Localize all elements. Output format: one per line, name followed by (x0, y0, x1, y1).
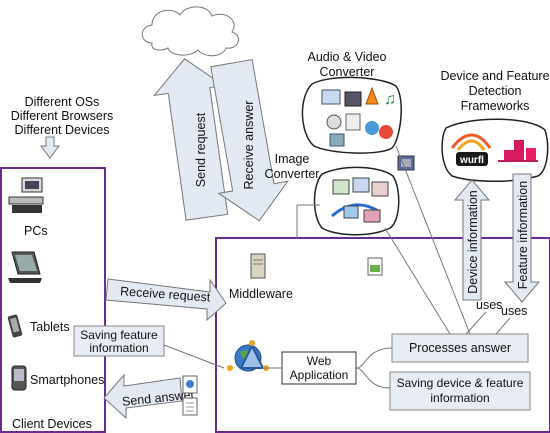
processes-answer-label: Processes answer (409, 341, 511, 355)
saving-feature-box: Saving feature information (73, 325, 165, 357)
feature-information-label: Feature information (516, 181, 530, 289)
web-app-line-1: Web (307, 354, 332, 368)
image-file-icon-3 (371, 181, 389, 197)
down-arrow (40, 136, 60, 159)
send-request-label: Send request (194, 112, 208, 187)
detection-line-2: Detection (469, 84, 522, 98)
wurfl-logo-icon: wurfl (450, 133, 492, 166)
middleware-label: Middleware (229, 287, 293, 301)
wurfl-label: wurfl (459, 155, 484, 166)
client-devices-frame (0, 167, 106, 433)
feature-information-arrow: Feature information (503, 173, 541, 303)
processes-answer-box: Processes answer (391, 333, 529, 363)
saving-feature-line-2: information (89, 341, 148, 355)
saving-feature-line-1: Saving feature (80, 328, 158, 342)
smartphone-icon (11, 365, 27, 391)
image-converter-bubble (313, 166, 400, 236)
device-information-label: Device information (466, 190, 480, 294)
clip-icon (329, 133, 345, 147)
film-icon (344, 91, 362, 107)
device-label-pcs: PCs (24, 224, 48, 238)
uses-label-1: uses (476, 298, 502, 312)
av-converter-bubble: ♫ (301, 76, 402, 154)
send-request-arrow: Send request (153, 58, 229, 221)
saving-device-box: Saving device & feature information (389, 371, 531, 411)
web-application-box: Web Application (281, 351, 357, 385)
receive-answer-label: Receive answer (242, 101, 256, 190)
av-converter-line-2: Converter (320, 65, 375, 79)
detection-line-3: Frameworks (461, 99, 530, 113)
device-information-arrow: Device information (453, 179, 491, 301)
client-devices-title: Client Devices (12, 417, 92, 431)
feature-detection-logo-icon (498, 140, 538, 162)
send-answer-arrow: Send answer (103, 373, 195, 420)
device-label-tablets: Tablets (30, 320, 70, 334)
cloud-icon (141, 6, 240, 57)
document-icon (182, 375, 198, 416)
note-line-1: Different OSs (25, 95, 100, 109)
image-file-icon-1 (332, 179, 350, 195)
note-line-2: Different Browsers (11, 109, 114, 123)
sound-icon (379, 125, 393, 139)
laptop-icon (8, 251, 42, 283)
server-frame (215, 237, 550, 433)
uses-label-2: uses (501, 304, 527, 318)
top-note: Different OSs Different Browsers Differe… (11, 95, 114, 137)
disc-icon (326, 114, 342, 130)
image-converter-line-2: Converter (265, 167, 320, 181)
receive-request-arrow: Receive request (105, 278, 227, 322)
media-icon (365, 121, 379, 135)
detection-bubble: wurfl (441, 118, 549, 182)
image-file-icon-5 (363, 209, 381, 223)
image-file-icon-4 (343, 205, 359, 219)
saving-device-line-2: information (430, 391, 489, 405)
detection-line-1: Device and Feature (440, 69, 549, 83)
video-file-icon (345, 113, 361, 131)
image-converter-line-1: Image (275, 152, 310, 166)
vlc-cone-icon (365, 86, 379, 105)
film-strip-icon (397, 155, 415, 171)
tablet-icon (7, 314, 23, 338)
saving-device-line-1: Saving device & feature (397, 376, 524, 390)
server-icon (250, 253, 266, 279)
receive-answer-arrow: Receive answer (210, 58, 289, 222)
image-file-icon (367, 257, 383, 276)
web-app-line-2: Application (290, 368, 349, 382)
device-label-smartphones: Smartphones (30, 373, 104, 387)
globe-icon (227, 340, 269, 372)
pc-icon (8, 177, 44, 213)
receive-request-label: Receive request (120, 284, 212, 304)
media-player-icon (321, 89, 341, 105)
av-converter-line-1: Audio & Video (308, 50, 387, 64)
image-file-icon-2 (352, 177, 370, 193)
music-note-icon: ♫ (384, 91, 396, 108)
note-line-3: Different Devices (15, 123, 110, 137)
